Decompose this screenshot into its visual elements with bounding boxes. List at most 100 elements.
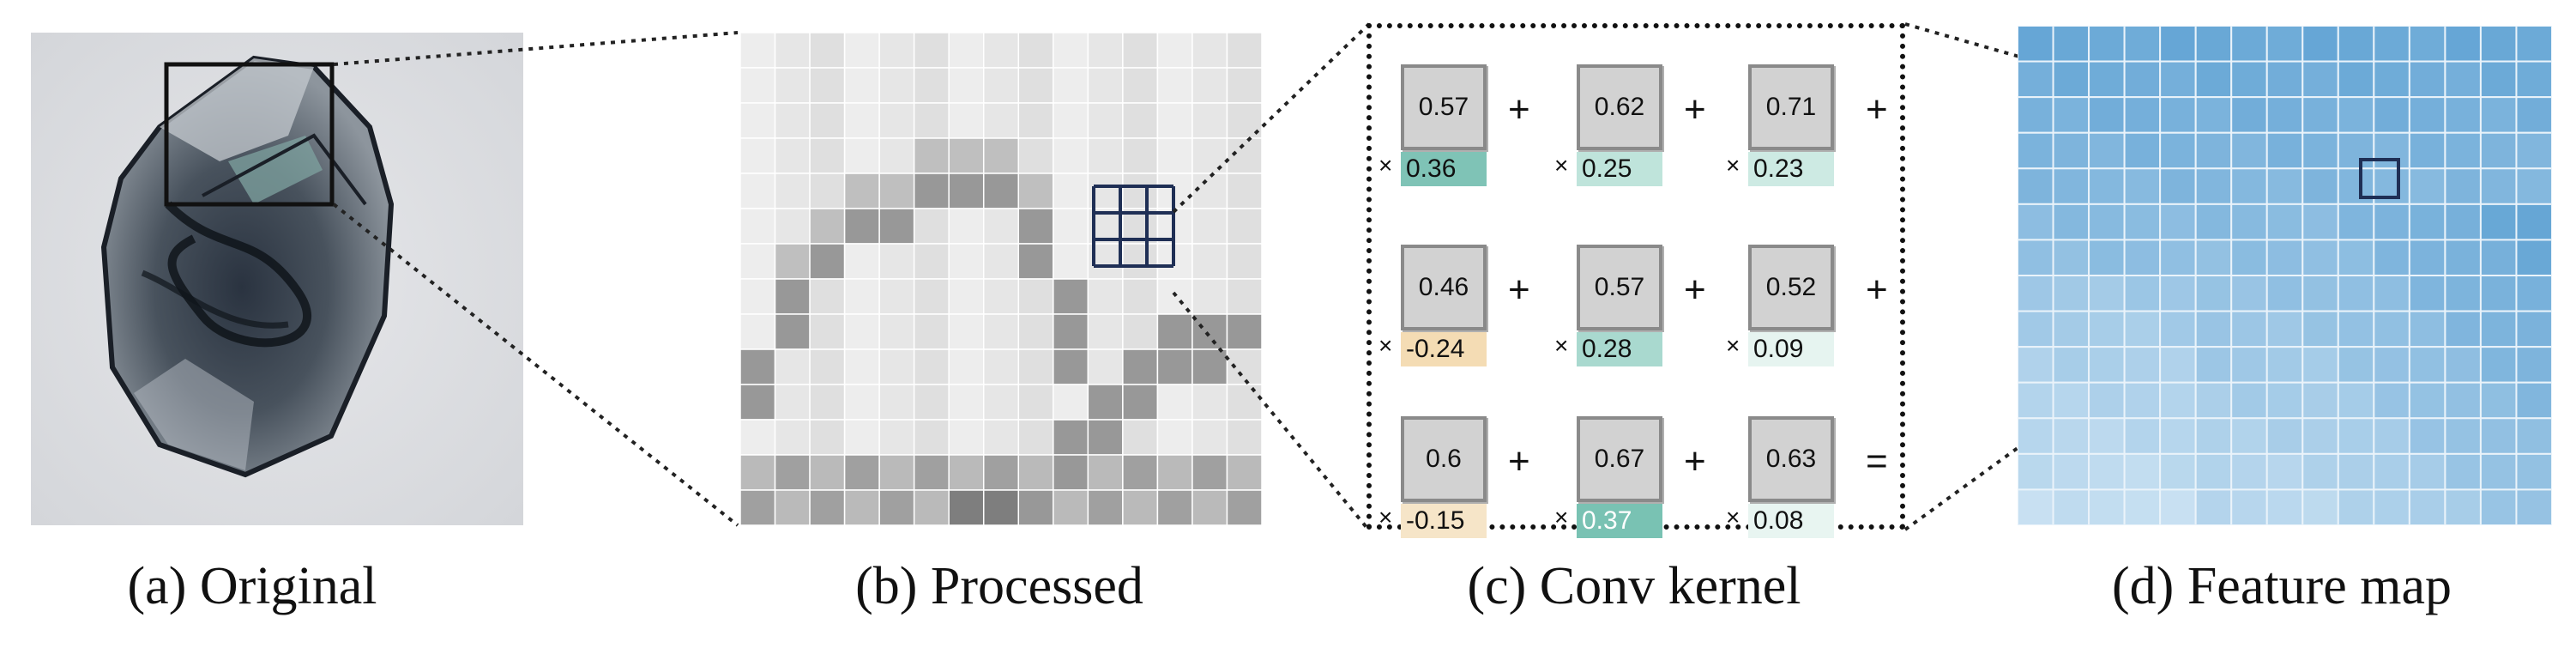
- feature-map-cell: [2444, 239, 2482, 277]
- feature-map-cell: [2479, 131, 2518, 170]
- processed-pixel: [774, 278, 811, 315]
- processed-pixel: [982, 102, 1020, 139]
- feature-map-cell: [2373, 131, 2410, 170]
- caption-feature-map: (d) Feature map: [2112, 557, 2452, 615]
- feature-map-cell: [2123, 381, 2162, 420]
- feature-map-cell: [2230, 60, 2268, 99]
- feature-map-cell: [2373, 60, 2410, 99]
- processed-pixel: [982, 489, 1020, 525]
- feature-map-cell: [2159, 96, 2197, 134]
- processed-pixel: [878, 208, 915, 245]
- feature-map-cell: [2444, 60, 2482, 99]
- feature-map-cell: [2088, 452, 2126, 491]
- processed-pixel: [982, 243, 1020, 280]
- processed-pixel: [1017, 243, 1054, 280]
- processed-pixel: [1156, 137, 1193, 174]
- kernel-pixel-value: 0.63: [1748, 416, 1834, 502]
- feature-map-cell: [2515, 203, 2552, 241]
- feature-map-cell: [2230, 26, 2268, 63]
- feature-map-cell: [2018, 239, 2054, 277]
- feature-map-cell: [2088, 60, 2126, 99]
- processed-pixel: [1017, 313, 1054, 350]
- feature-map-cell: [2018, 60, 2054, 99]
- plus-operator: +: [1684, 269, 1706, 311]
- feature-map-cell: [2088, 203, 2126, 241]
- processed-pixel: [843, 137, 880, 174]
- feature-map-cell: [2444, 131, 2482, 170]
- feature-map-cell: [2515, 452, 2552, 491]
- processed-pixel: [809, 384, 846, 421]
- processed-pixel: [809, 489, 846, 525]
- feature-map-cell: [2265, 239, 2304, 277]
- plus-operator: +: [1508, 440, 1530, 482]
- feature-map-cell: [2265, 26, 2304, 63]
- kernel-cells: 0.57×0.36+0.62×0.25+0.71×0.23+0.46×-0.24…: [1366, 23, 1905, 538]
- plus-operator: +: [1508, 269, 1530, 311]
- feature-map-cell: [2408, 275, 2446, 312]
- processed-pixel: [1087, 67, 1124, 104]
- processed-pixel: [1122, 419, 1159, 456]
- feature-map-cell: [2052, 417, 2090, 455]
- feature-map-cell: [2159, 131, 2197, 170]
- feature-map-cell: [2018, 131, 2054, 170]
- feature-map-cell: [2408, 310, 2446, 348]
- feature-map-cell: [2373, 275, 2410, 312]
- processed-pixel: [913, 278, 950, 315]
- processed-pixel: [809, 67, 846, 104]
- feature-map-cell: [2373, 96, 2410, 134]
- feature-map-cell: [2194, 131, 2233, 170]
- feature-map-cell: [2515, 60, 2552, 99]
- feature-map-cell: [2408, 203, 2446, 241]
- processed-pixel: [774, 489, 811, 525]
- feature-map-cell: [2373, 26, 2410, 63]
- feature-map-cell: [2337, 452, 2375, 491]
- processed-pixel: [843, 384, 880, 421]
- feature-map-cell: [2408, 96, 2446, 134]
- feature-map-cell: [2444, 203, 2482, 241]
- kernel-pixel-value: 0.52: [1748, 245, 1834, 330]
- processed-pixel: [1017, 419, 1054, 456]
- processed-pixel: [1087, 419, 1124, 456]
- feature-map-cell: [2088, 131, 2126, 170]
- feature-map-cell: [2265, 275, 2304, 312]
- kernel-pixel-value: 0.57: [1577, 245, 1662, 330]
- feature-map-cell: [2123, 310, 2162, 348]
- feature-map-cell: [2265, 96, 2304, 134]
- processed-pixel: [913, 489, 950, 525]
- processed-pixel: [1017, 489, 1054, 525]
- feature-map-grid: [2018, 26, 2552, 525]
- processed-pixel: [1226, 173, 1262, 209]
- feature-map-cell: [2302, 381, 2339, 420]
- feature-map-cell: [2515, 381, 2552, 420]
- feature-map-cell: [2337, 381, 2375, 420]
- feature-map-cell: [2265, 203, 2304, 241]
- feature-map-cell: [2337, 203, 2375, 241]
- feature-map-cell: [2088, 275, 2126, 312]
- feature-map-cell: [2018, 167, 2054, 205]
- feature-map-cell: [2373, 346, 2410, 384]
- processed-pixel: [774, 313, 811, 350]
- plus-operator: +: [1684, 440, 1706, 482]
- processed-pixel: [1122, 454, 1159, 491]
- plus-operator: +: [1508, 88, 1530, 130]
- multiply-symbol: ×: [1554, 152, 1569, 179]
- feature-map-cell: [2515, 275, 2552, 312]
- plus-operator: +: [1866, 88, 1888, 130]
- feature-map-cell: [2088, 239, 2126, 277]
- processed-pixel: [1226, 137, 1262, 174]
- feature-map-cell: [2515, 417, 2552, 455]
- processed-pixel: [1191, 208, 1228, 245]
- processed-pixel: [1053, 384, 1089, 421]
- processed-pixel: [1017, 348, 1054, 385]
- feature-map-cell: [2302, 203, 2339, 241]
- feature-map-cell: [2052, 60, 2090, 99]
- processed-pixel: [982, 173, 1020, 209]
- feature-map-cell: [2408, 381, 2446, 420]
- multiply-symbol: ×: [1554, 504, 1569, 530]
- feature-map-cell: [2159, 60, 2197, 99]
- feature-map-cell: [2408, 346, 2446, 384]
- processed-pixel: [948, 173, 985, 209]
- feature-map-cell: [2194, 275, 2233, 312]
- feature-map-cell: [2018, 96, 2054, 134]
- feature-map-cell: [2408, 26, 2446, 63]
